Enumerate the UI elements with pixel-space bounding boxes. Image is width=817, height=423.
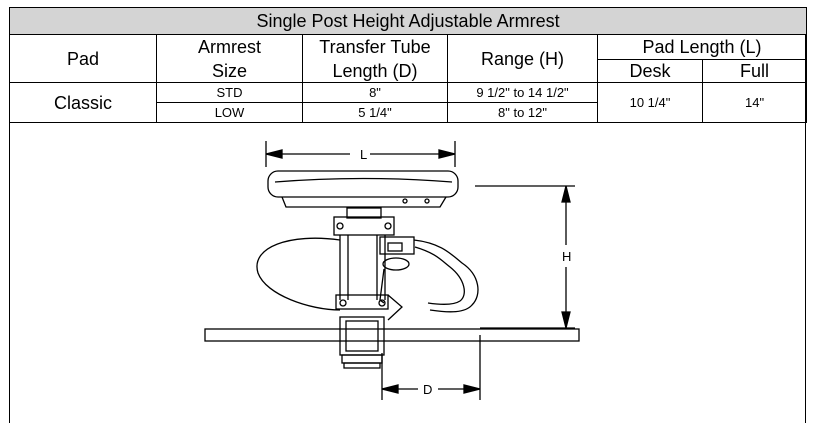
cell-transfer-std: 8"	[302, 82, 448, 103]
dimension-label-l: L	[360, 147, 367, 162]
header-pad-length: Pad Length (L)	[596, 34, 808, 60]
header-transfer-tube-line2: Length (D)	[302, 59, 448, 83]
cell-pad-classic: Classic	[9, 82, 157, 123]
header-armrest-size-line1: Armrest	[156, 34, 303, 60]
header-transfer-tube-line1: Transfer Tube	[302, 34, 448, 60]
table-title: Single Post Height Adjustable Armrest	[8, 7, 808, 35]
header-full: Full	[701, 59, 808, 83]
cell-transfer-low: 5 1/4"	[302, 102, 448, 123]
cell-desk-length: 10 1/4"	[597, 82, 703, 123]
cell-range-low: 8" to 12"	[447, 102, 598, 123]
cell-range-std: 9 1/2" to 14 1/2"	[447, 82, 598, 103]
dimension-label-h: H	[562, 249, 571, 264]
dimension-label-d: D	[423, 382, 432, 397]
cell-size-std: STD	[156, 82, 303, 103]
cell-size-low: LOW	[156, 102, 303, 123]
header-desk: Desk	[597, 59, 703, 83]
header-armrest-size-line2: Size	[156, 59, 303, 83]
armrest-spec-table: Single Post Height Adjustable Armrest Pa…	[8, 7, 808, 123]
armrest-dimension-drawing: L H D	[204, 141, 580, 400]
cell-full-length: 14"	[701, 82, 808, 123]
header-range: Range (H)	[447, 34, 598, 83]
header-pad: Pad	[9, 34, 157, 83]
